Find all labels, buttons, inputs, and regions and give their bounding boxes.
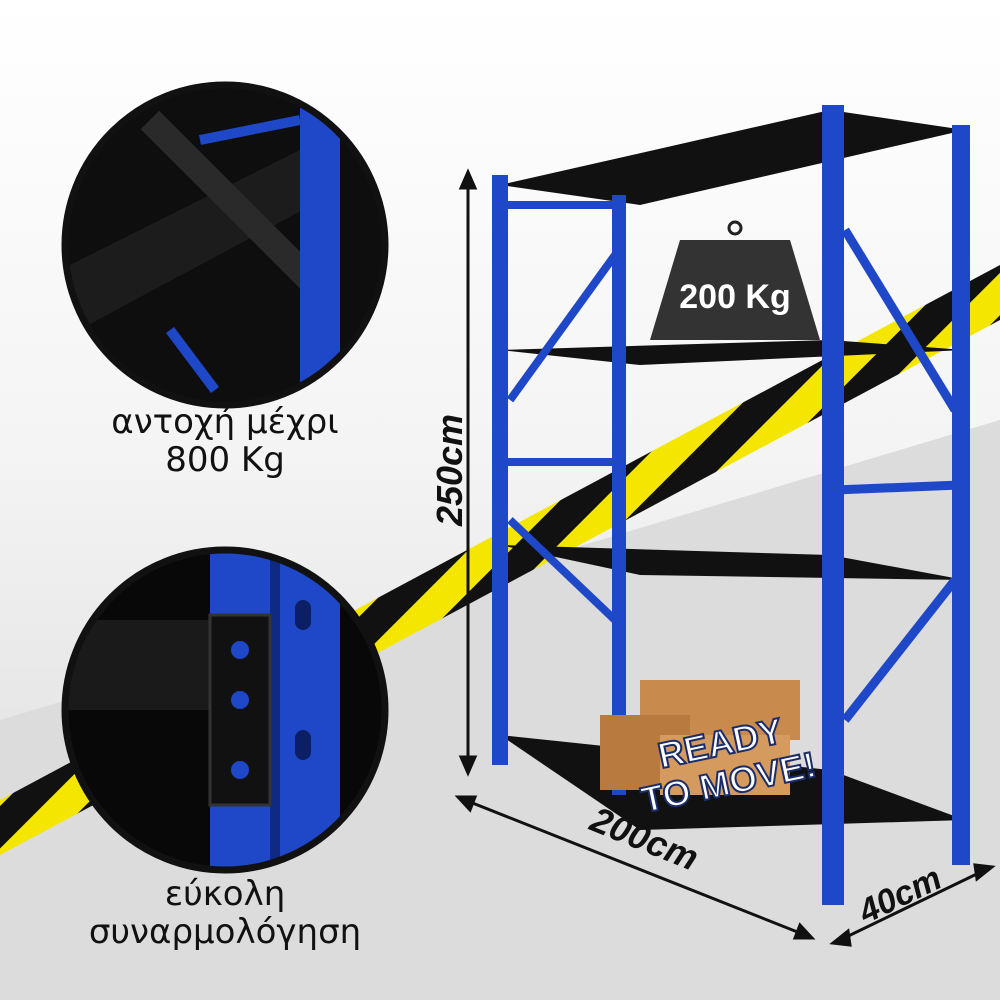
height-dimension: 250cm (429, 414, 470, 527)
feature-line1: αντοχή μέχρι (111, 402, 339, 442)
weight-block: 200 Kg (650, 220, 820, 340)
detail-circle-connector (61, 546, 389, 874)
feature-line1: εύκολη (164, 874, 286, 914)
feature-caption-strength: αντοχή μέχρι 800 Kg (60, 403, 390, 479)
weight-label: 200 Kg (679, 278, 791, 316)
dimension-arrows (454, 168, 996, 947)
feature-line2: συναρμολόγηση (88, 912, 362, 952)
feature-caption-assembly: εύκολη συναρμολόγηση (40, 875, 410, 951)
feature-line2: 800 Kg (165, 440, 285, 480)
cardboard-boxes (600, 680, 800, 795)
detail-circle-beam (61, 81, 389, 409)
